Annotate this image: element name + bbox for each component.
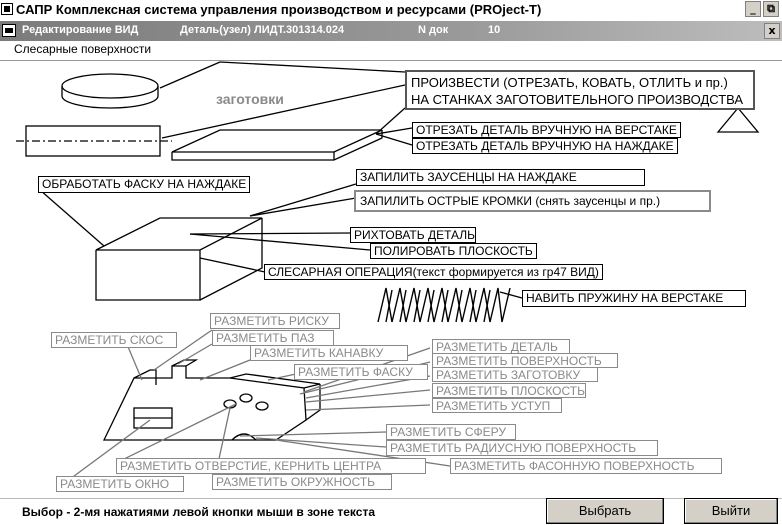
label-slesarnaya[interactable]: СЛЕСАРНАЯ ОПЕРАЦИЯ(текст формируется из … bbox=[264, 264, 603, 280]
label-zausency[interactable]: ЗАПИЛИТЬ ЗАУСЕНЦЫ НА НАЖДАКЕ bbox=[356, 169, 645, 186]
label-otverstie[interactable]: РАЗМЕТИТЬ ОТВЕРСТИЕ, КЕРНИТЬ ЦЕНТРА bbox=[116, 458, 426, 474]
window-titlebar: САПР Комплексная система управления прои… bbox=[0, 0, 782, 20]
restore-button[interactable]: ⧉ bbox=[763, 1, 779, 17]
label-zagotovku[interactable]: РАЗМЕТИТЬ ЗАГОТОВКУ bbox=[432, 367, 598, 382]
label-sfera[interactable]: РАЗМЕТИТЬ СФЕРУ bbox=[386, 424, 516, 440]
label-proizvesti[interactable]: ПРОИЗВЕСТИ (ОТРЕЗАТЬ, КОВАТЬ, ОТЛИТЬ и п… bbox=[405, 70, 755, 110]
label-radiusnaya[interactable]: РАЗМЕТИТЬ РАДИУСНУЮ ПОВЕРХНОСТЬ bbox=[386, 440, 658, 456]
exit-button[interactable]: Выйти bbox=[684, 498, 778, 524]
cylinder-blank-icon bbox=[61, 73, 159, 109]
status-text: Выбор - 2-мя нажатиями левой кнопки мыши… bbox=[22, 505, 375, 519]
label-riska[interactable]: РАЗМЕТИТЬ РИСКУ bbox=[210, 313, 340, 329]
label-rihtovat[interactable]: РИХТОВАТЬ ДЕТАЛЬ bbox=[350, 227, 476, 243]
label-detal[interactable]: РАЗМЕТИТЬ ДЕТАЛЬ bbox=[432, 339, 570, 354]
proizvesti-line1: ПРОИЗВЕСТИ (ОТРЕЗАТЬ, КОВАТЬ, ОТЛИТЬ и п… bbox=[411, 75, 728, 90]
close-doc-button[interactable]: x bbox=[764, 23, 780, 39]
label-fasonnaya[interactable]: РАЗМЕТИТЬ ФАСОННУЮ ПОВЕРХНОСТЬ bbox=[450, 458, 722, 474]
doc-number: 10 bbox=[488, 24, 501, 36]
window-title: САПР Комплексная система управления прои… bbox=[16, 2, 542, 17]
label-ploskost[interactable]: РАЗМЕТИТЬ ПЛОСКОСТЬ bbox=[432, 383, 586, 398]
block-part-icon bbox=[95, 217, 263, 301]
label-ustup[interactable]: РАЗМЕТИТЬ УСТУП bbox=[432, 398, 562, 413]
label-pruzhina[interactable]: НАВИТЬ ПРУЖИНУ НА ВЕРСТАКЕ bbox=[522, 290, 746, 307]
label-kanavka[interactable]: РАЗМЕТИТЬ КАНАВКУ bbox=[250, 345, 408, 361]
up-arrow-icon bbox=[716, 106, 760, 133]
label-otrezat-nazhdak[interactable]: ОТРЕЗАТЬ ДЕТАЛЬ ВРУЧНУЮ НА НАЖДАКЕ bbox=[412, 138, 678, 154]
label-poverhnost[interactable]: РАЗМЕТИТЬ ПОВЕРХНОСТЬ bbox=[432, 353, 618, 368]
rod-blank-icon bbox=[16, 125, 172, 157]
marking-part-icon bbox=[102, 359, 321, 441]
spring-icon bbox=[377, 287, 511, 323]
label-faska[interactable]: РАЗМЕТИТЬ ФАСКУ bbox=[294, 364, 428, 380]
label-polirovat[interactable]: ПОЛИРОВАТЬ ПЛОСКОСТЬ bbox=[370, 243, 537, 259]
label-kromki[interactable]: ЗАПИЛИТЬ ОСТРЫЕ КРОМКИ (снять заусенцы и… bbox=[354, 190, 711, 212]
part-label: Деталь(узел) ЛИДТ.301314.024 bbox=[180, 24, 345, 36]
label-okno[interactable]: РАЗМЕТИТЬ ОКНО bbox=[56, 476, 184, 492]
label-otrezat-verstak[interactable]: ОТРЕЗАТЬ ДЕТАЛЬ ВРУЧНУЮ НА ВЕРСТАКЕ bbox=[412, 122, 681, 138]
minimize-button[interactable]: _ bbox=[745, 1, 761, 17]
document-bar: Редактирование ВИД Деталь(узел) ЛИДТ.301… bbox=[0, 21, 782, 41]
label-zagotovki[interactable]: заготовки bbox=[216, 91, 284, 107]
label-paz[interactable]: РАЗМЕТИТЬ ПАЗ bbox=[212, 330, 334, 346]
document-icon bbox=[2, 24, 16, 37]
section-title: Слесарные поверхности bbox=[14, 42, 152, 56]
doc-label: N док bbox=[418, 24, 449, 36]
proizvesti-line2: НА СТАНКАХ ЗАГОТОВИТЕЛЬНОГО ПРОИЗВОДСТВА bbox=[411, 92, 744, 107]
divider bbox=[0, 60, 782, 61]
label-faska-nazhdak[interactable]: ОБРАБОТАТЬ ФАСКУ НА НАЖДАКЕ bbox=[38, 176, 251, 193]
plate-blank-icon bbox=[171, 129, 383, 161]
label-skos[interactable]: РАЗМЕТИТЬ СКОС bbox=[51, 332, 177, 348]
label-okruzhnost[interactable]: РАЗМЕТИТЬ ОКРУЖНОСТЬ bbox=[212, 474, 392, 490]
select-button[interactable]: Выбрать bbox=[546, 498, 664, 524]
app-icon bbox=[1, 3, 13, 15]
mode-label: Редактирование ВИД bbox=[22, 24, 139, 36]
